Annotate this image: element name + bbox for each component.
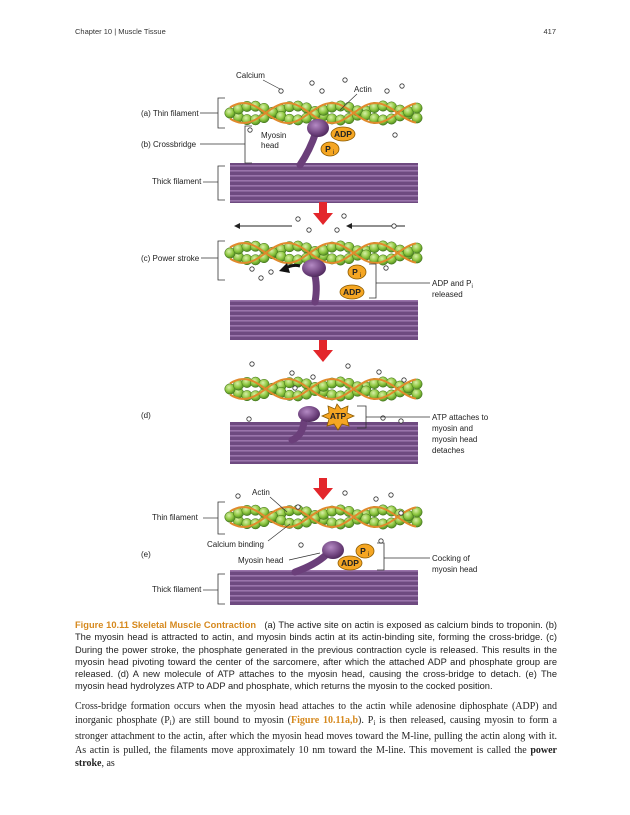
myosin-neck-e xyxy=(291,551,330,576)
thick-filament-c xyxy=(230,300,418,340)
panel-ab: ADP P i Calcium Actin (a) Thin filament … xyxy=(141,71,423,203)
pi-badge-e: P i xyxy=(355,543,375,559)
thin-filament-ab xyxy=(224,100,423,126)
page-number: 417 xyxy=(543,27,556,36)
tropomyosin-strand xyxy=(229,377,417,401)
thin-filament-d xyxy=(224,376,423,402)
figure-caption-text: (a) The active site on actin is exposed … xyxy=(75,620,558,692)
svg-text:ADP: ADP xyxy=(334,129,352,139)
crossbridge-label-b: (b) Crossbridge xyxy=(141,140,197,149)
calcium-ions-e xyxy=(235,490,404,548)
svg-text:i: i xyxy=(333,150,334,156)
actin-bead xyxy=(411,102,423,114)
actin-bead xyxy=(411,378,423,390)
power-stroke-term: power stroke xyxy=(75,744,557,770)
figure-caption-label: Figure 10.11 Skeletal Muscle Contraction xyxy=(75,620,257,630)
body-paragraph: Cross-bridge formation occurs when the m… xyxy=(75,701,557,770)
actin-bead xyxy=(411,242,423,254)
figure-link[interactable]: Figure 10.11a,b xyxy=(291,714,359,726)
tropomyosin-strand xyxy=(229,505,417,529)
tropomyosin-strand xyxy=(229,377,417,401)
thick-filament-label-e: Thick filament xyxy=(152,585,202,594)
released-label-c: ADP and Pi xyxy=(432,279,473,290)
released-label-c-2: released xyxy=(432,290,463,299)
thin-filament-label-a: (a) Thin filament xyxy=(141,109,199,118)
svg-text:ADP: ADP xyxy=(343,287,361,297)
myosin-head-ab xyxy=(307,119,329,137)
cocking-note-e-2: myosin head xyxy=(432,565,477,574)
tropomyosin-strand xyxy=(229,505,417,529)
actin-label-e: Actin xyxy=(252,488,270,497)
panel-e: P i ADP Actin Thin filament Calcium bind… xyxy=(141,488,477,605)
panel-c: P i ADP (c) Power stroke ADP and Pi rele… xyxy=(141,213,473,340)
svg-text:P: P xyxy=(352,267,358,277)
power-stroke-label-c: (c) Power stroke xyxy=(141,254,200,263)
svg-text:P: P xyxy=(360,546,366,556)
calcium-label: Calcium xyxy=(236,71,265,80)
label-e: (e) xyxy=(141,550,151,559)
myosin-neck-ab xyxy=(296,128,320,169)
red-arrow-3 xyxy=(313,478,333,500)
adp-badge-c: ADP xyxy=(339,284,365,300)
chapter-header: Chapter 10 | Muscle Tissue xyxy=(75,27,166,36)
cocking-note-e-1: Cocking of xyxy=(432,554,471,563)
red-arrow-2 xyxy=(313,340,333,362)
atp-note-d-1: ATP attaches to xyxy=(432,413,489,422)
atp-starburst-d: ATP xyxy=(320,403,356,431)
tropomyosin-strand xyxy=(229,101,417,125)
pi-badge-c: P i xyxy=(347,264,367,280)
thin-filament-e xyxy=(224,504,423,530)
adp-badge-ab: ADP xyxy=(330,126,356,142)
myosin-head-d xyxy=(298,406,320,422)
tropomyosin-strand xyxy=(229,241,417,265)
calcium-ions-d xyxy=(246,361,407,424)
svg-text:ATP: ATP xyxy=(330,411,347,421)
svg-text:i: i xyxy=(368,552,369,558)
atp-note-d-3: myosin head xyxy=(432,435,477,444)
thin-filament-c xyxy=(224,240,423,266)
panel-d: ATP (d) ATP attaches to myosin and myosi… xyxy=(141,361,489,464)
pi-badge-ab: P i xyxy=(320,141,340,157)
calcium-ions-ab xyxy=(247,77,405,138)
myosin-head-label-e: Myosin head xyxy=(238,556,283,565)
atp-note-d-2: myosin and xyxy=(432,424,473,433)
actin-label-ab: Actin xyxy=(354,85,372,94)
thick-filament-d xyxy=(230,422,418,464)
svg-text:ADP: ADP xyxy=(341,558,359,568)
svg-text:P: P xyxy=(325,144,331,154)
atp-note-d-4: detaches xyxy=(432,446,464,455)
tropomyosin-strand xyxy=(229,241,417,265)
figure-caption: Figure 10.11 Skeletal Muscle Contraction… xyxy=(75,619,557,693)
adp-badge-e: ADP xyxy=(337,555,363,571)
thin-filament-label-e: Thin filament xyxy=(152,513,199,522)
myosin-head-e xyxy=(322,541,344,559)
red-arrow-1 xyxy=(313,202,333,225)
myosin-head-label-ab-2: head xyxy=(261,141,279,150)
thick-filament-e xyxy=(230,570,418,605)
muscle-contraction-figure: ADP P i Calcium Actin (a) Thin filament … xyxy=(141,71,489,605)
svg-text:i: i xyxy=(360,273,361,279)
thick-filament-label-ab: Thick filament xyxy=(152,177,202,186)
myosin-neck-d xyxy=(288,418,308,444)
myosin-head-label-ab-1: Myosin xyxy=(261,131,286,140)
calcium-binding-label-e: Calcium binding xyxy=(207,540,264,549)
calcium-ions-c xyxy=(249,213,397,281)
thick-filament-ab xyxy=(230,163,418,203)
actin-bead xyxy=(411,506,423,518)
label-d: (d) xyxy=(141,411,151,420)
myosin-head-c xyxy=(302,259,326,277)
